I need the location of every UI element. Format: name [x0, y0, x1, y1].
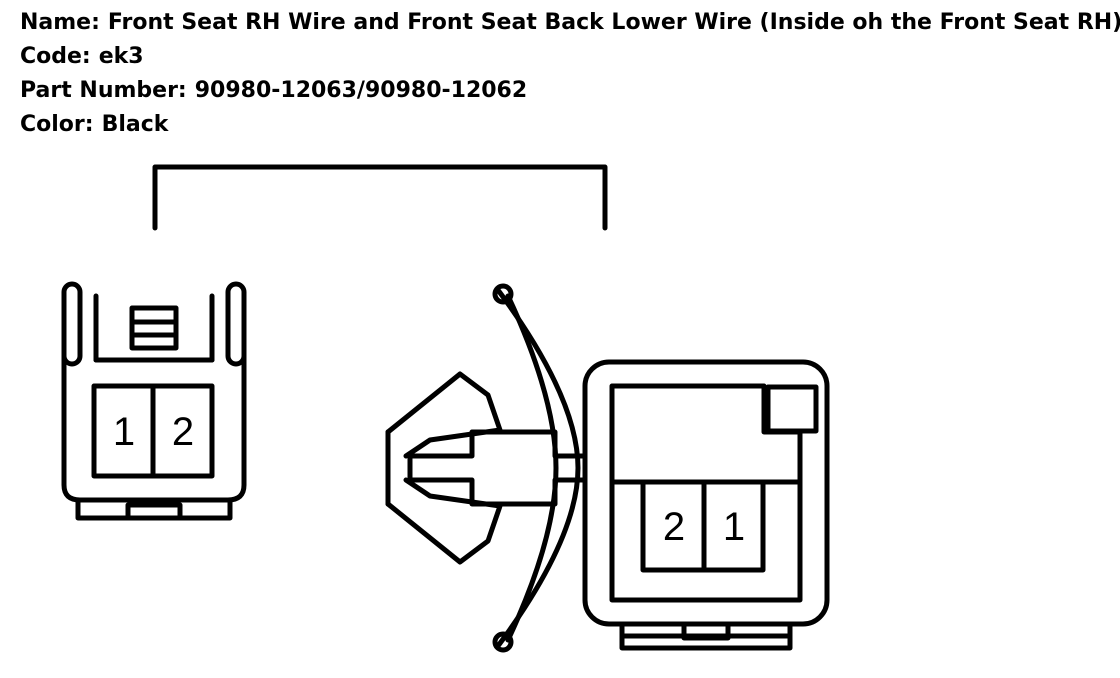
- mating-bracket: [152, 164, 608, 231]
- right-pin-1: 1: [723, 505, 745, 549]
- left-connector-foot-slot: [125, 502, 183, 521]
- code-label: Code:: [20, 44, 91, 69]
- clip-arc-inner: [505, 293, 559, 643]
- connector-info: Name: Front Seat RH Wire and Front Seat B…: [20, 6, 1120, 142]
- clip-end-bottom: [492, 631, 514, 653]
- color-label: Color:: [20, 112, 94, 137]
- right-foot-slot: [681, 621, 731, 641]
- part-number-label: Part Number:: [20, 78, 187, 103]
- right-connector: [582, 359, 830, 651]
- code-line: Code: ek3: [20, 40, 1120, 74]
- right-key-square: [765, 384, 819, 434]
- clip-arrowhead-lower: [385, 477, 503, 565]
- right-pin-2: 2: [663, 505, 685, 549]
- color-value: Black: [101, 112, 169, 137]
- clip-arc-outer: [495, 287, 581, 649]
- left-latch-arm-left: [61, 281, 83, 367]
- left-latch-arm-right: [225, 281, 247, 367]
- name-line: Name: Front Seat RH Wire and Front Seat B…: [20, 6, 1120, 40]
- code-value: ek3: [98, 44, 144, 69]
- left-pin-2: 2: [172, 410, 194, 454]
- color-line: Color: Black: [20, 108, 1120, 142]
- retainer-clip: [385, 283, 588, 653]
- left-connector-body: [61, 293, 247, 503]
- clip-end-top: [492, 283, 514, 305]
- name-label: Name:: [20, 10, 100, 35]
- part-number-value: 90980-12063/90980-12062: [194, 78, 528, 103]
- part-number-line: Part Number: 90980-12063/90980-12062: [20, 74, 1120, 108]
- left-connector: [61, 281, 247, 521]
- left-pin-1: 1: [113, 410, 135, 454]
- clip-stem: [407, 429, 588, 507]
- clip-arrowhead-upper: [385, 371, 503, 459]
- lock-tab: [129, 305, 179, 351]
- name-value: Front Seat RH Wire and Front Seat Back L…: [107, 10, 1120, 35]
